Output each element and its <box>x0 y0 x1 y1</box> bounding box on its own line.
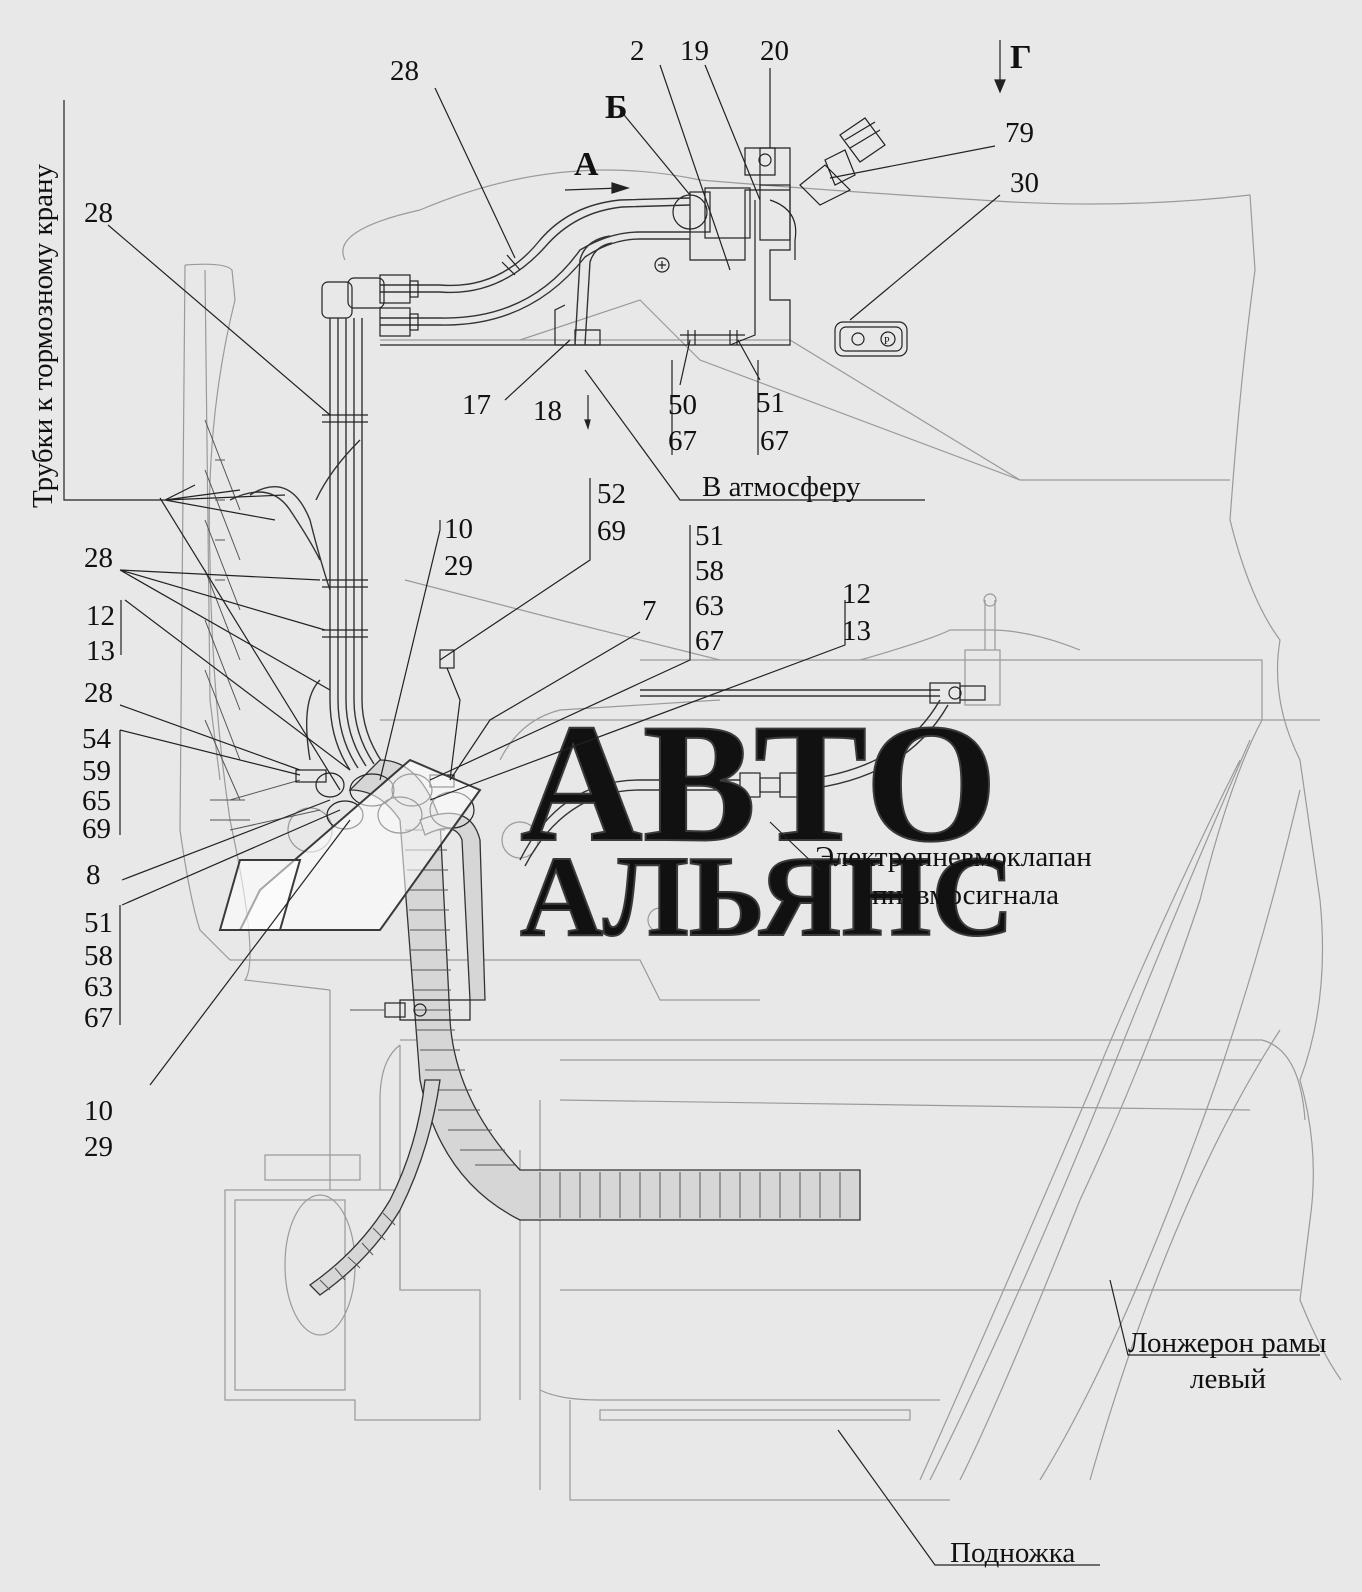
callout-29-a: 29 <box>444 550 473 582</box>
to-atmosphere-label: В атмосферу <box>702 471 861 503</box>
svg-text:P: P <box>884 336 890 347</box>
callout-52: 52 <box>597 478 626 510</box>
callout-67-a: 67 <box>668 425 697 457</box>
callout-65: 65 <box>82 785 111 817</box>
leader-lines <box>63 40 1320 1566</box>
valve-label-line2: пневмосигнала <box>872 879 1059 911</box>
callout-58-a: 58 <box>695 555 724 587</box>
step-label: Подножка <box>950 1537 1075 1569</box>
valve-label-line1: Электропневмоклапан <box>815 841 1092 873</box>
callout-67-b: 67 <box>760 425 789 457</box>
callout-63-a: 63 <box>695 590 724 622</box>
callout-17: 17 <box>462 389 491 421</box>
watermark-line2: АЛЬЯНС <box>520 833 1014 960</box>
callout-12-b: 12 <box>842 578 871 610</box>
callout-10-a: 10 <box>444 513 473 545</box>
frame-label-line2: левый <box>1190 1363 1266 1395</box>
callout-59: 59 <box>82 755 111 787</box>
callout-28-left: 28 <box>84 197 113 229</box>
background-structure <box>179 169 1342 1501</box>
pressure-sensor <box>799 117 886 206</box>
callout-labels: А Г Б 2 19 20 28 79 30 28 17 18 50 67 51… <box>27 35 1326 1569</box>
callout-63-b: 63 <box>84 971 113 1003</box>
signal-lamp-panel: P <box>834 321 908 357</box>
arrow-g-label: Г <box>1010 39 1032 76</box>
callout-51-b: 51 <box>695 520 724 552</box>
callout-28-top: 28 <box>390 55 419 87</box>
callout-69-a: 69 <box>597 515 626 547</box>
grille-hatching <box>204 419 321 831</box>
view-b-label: Б <box>605 89 627 126</box>
watermark: АВТО АЛЬЯНС <box>218 688 1015 961</box>
callout-13-b: 13 <box>842 615 871 647</box>
callout-58-b: 58 <box>84 940 113 972</box>
callout-28-low: 28 <box>84 677 113 709</box>
callout-69-b: 69 <box>82 813 111 845</box>
callout-20: 20 <box>760 35 789 67</box>
callout-50: 50 <box>668 389 697 421</box>
callout-13-a: 13 <box>86 635 115 667</box>
callout-2: 2 <box>630 35 645 67</box>
brake-pipes <box>229 197 691 771</box>
callout-51-c: 51 <box>84 907 113 939</box>
callout-54: 54 <box>82 723 112 755</box>
callout-30: 30 <box>1010 167 1039 199</box>
arrow-a-label: А <box>574 146 599 183</box>
callout-28-mid: 28 <box>84 542 113 574</box>
callout-10-b: 10 <box>84 1095 113 1127</box>
callout-19: 19 <box>680 35 709 67</box>
callout-51-a: 51 <box>756 387 785 419</box>
vertical-note: Трубки к тормозному крану <box>27 163 59 508</box>
callout-29-b: 29 <box>84 1131 113 1163</box>
callout-7: 7 <box>642 595 657 627</box>
watermark-line1: АВТО <box>520 689 997 877</box>
callout-8: 8 <box>86 859 101 891</box>
callout-12-a: 12 <box>86 600 115 632</box>
frame-label-line1: Лонжерон рамы <box>1128 1327 1326 1359</box>
callout-79: 79 <box>1005 117 1034 149</box>
callout-18: 18 <box>533 395 562 427</box>
callout-67-c: 67 <box>695 625 724 657</box>
callout-67-d: 67 <box>84 1002 113 1034</box>
